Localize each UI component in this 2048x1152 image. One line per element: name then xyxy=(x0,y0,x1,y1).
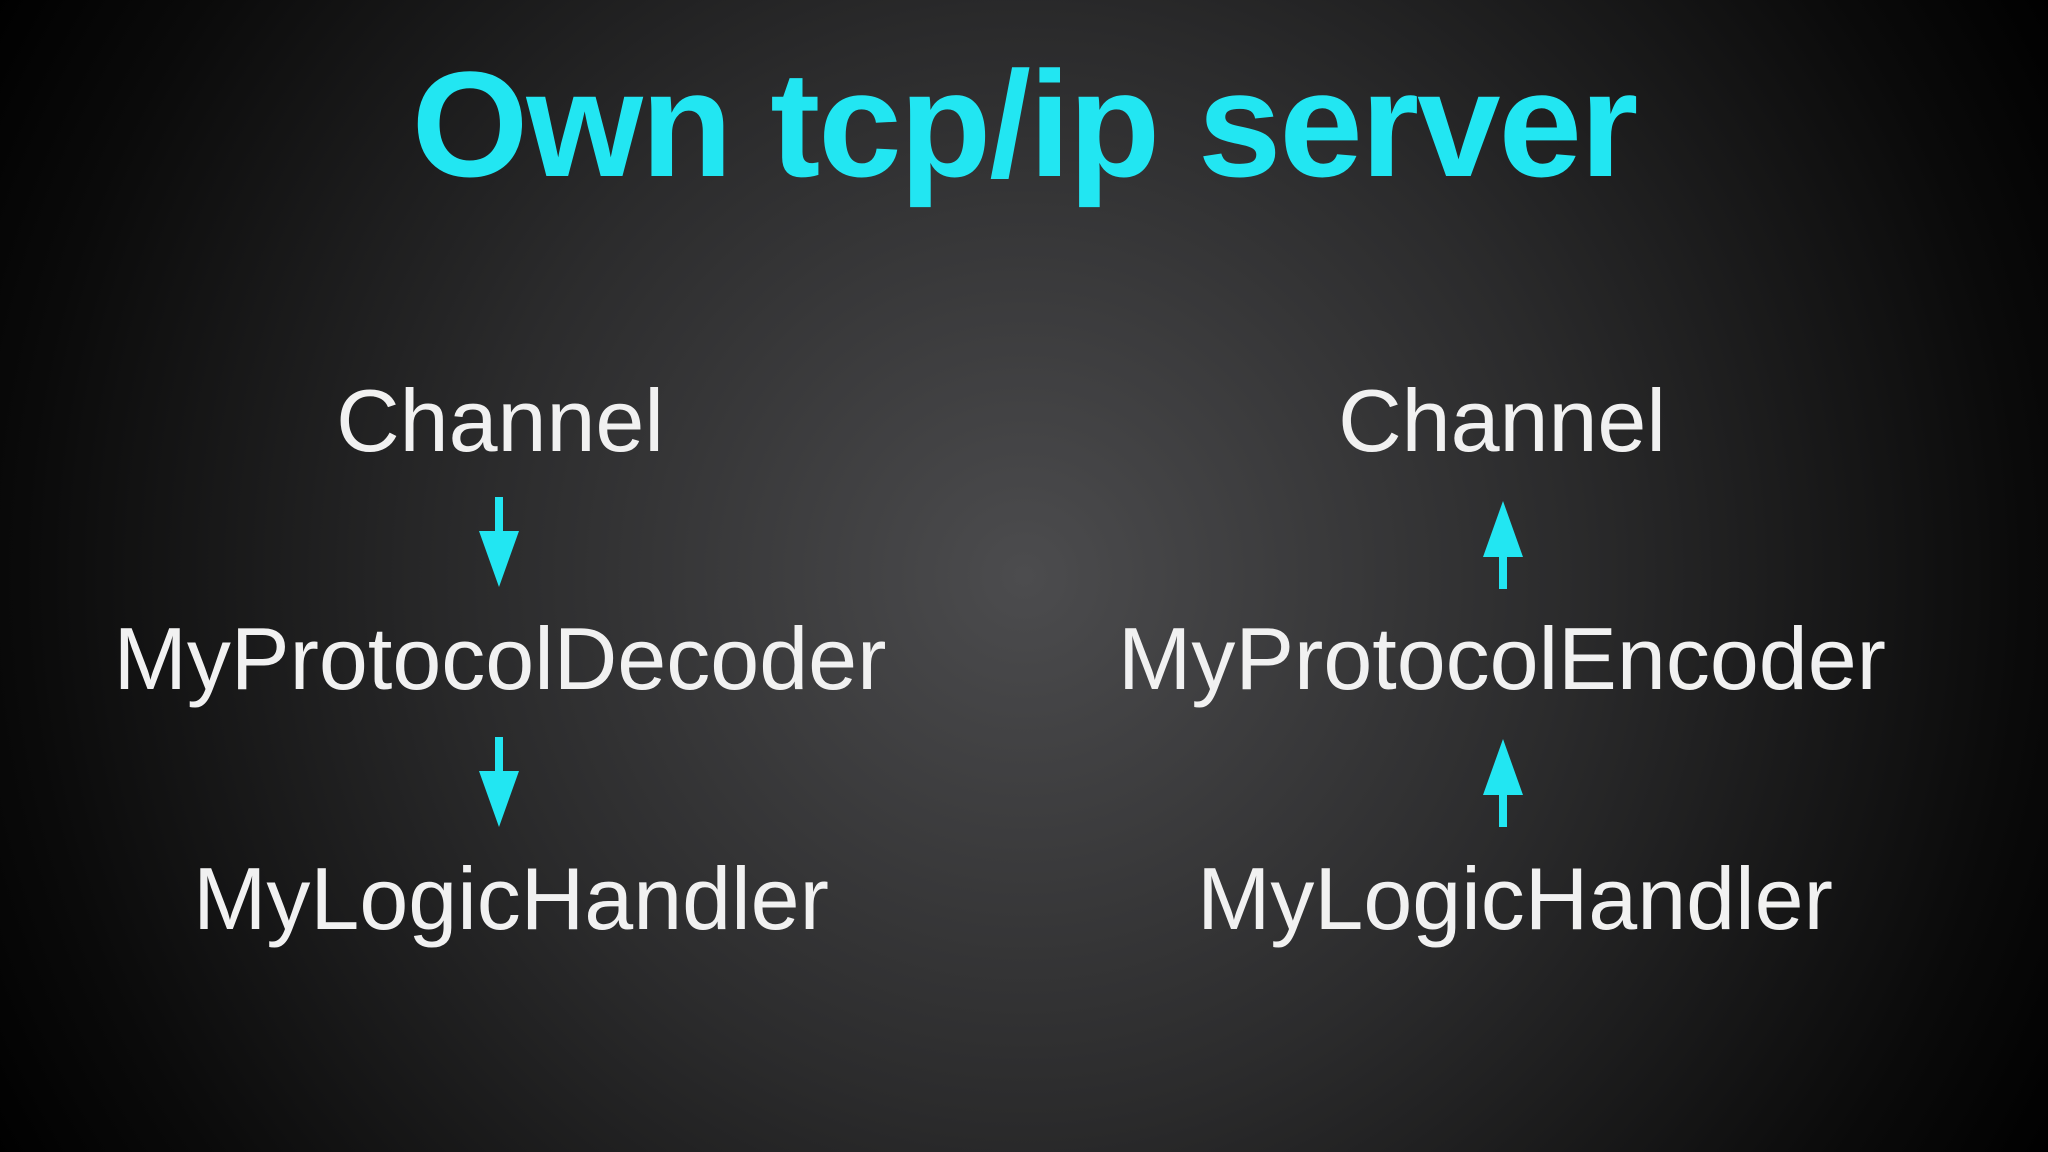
node-logic-handler-left: MyLogicHandler xyxy=(193,849,829,948)
node-logic-handler-right: MyLogicHandler xyxy=(1197,849,1833,948)
arrow-up-icon xyxy=(1481,737,1525,829)
node-channel-right: Channel xyxy=(1338,371,1666,470)
node-protocol-encoder: MyProtocolEncoder xyxy=(1118,609,1886,708)
arrow-down-icon xyxy=(477,497,521,589)
slide-title: Own tcp/ip server xyxy=(411,40,1639,208)
arrow-down-icon xyxy=(477,737,521,829)
node-protocol-decoder: MyProtocolDecoder xyxy=(113,609,887,708)
node-channel-left: Channel xyxy=(336,371,664,470)
arrow-up-icon xyxy=(1481,499,1525,591)
